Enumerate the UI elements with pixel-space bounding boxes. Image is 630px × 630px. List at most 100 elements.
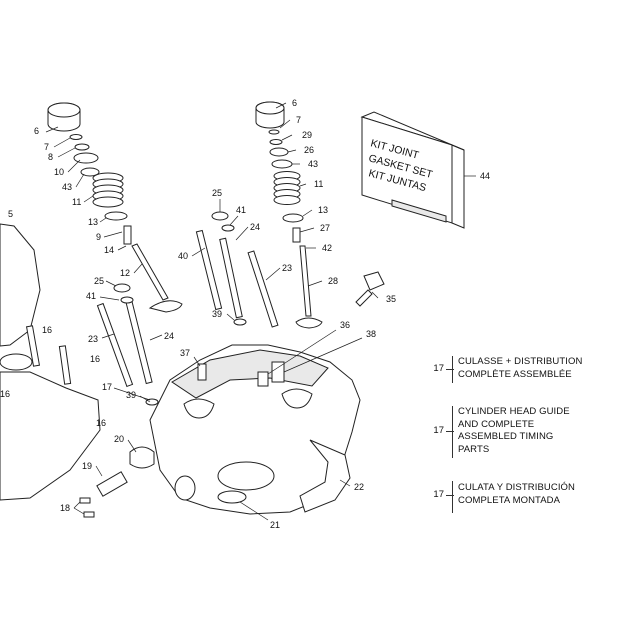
screw-18a <box>79 497 91 504</box>
cover-5 <box>0 223 41 347</box>
gasket-22 <box>299 439 351 513</box>
legend-bar-en <box>452 406 453 458</box>
callout: 40 <box>178 251 188 261</box>
callout: 14 <box>104 245 114 255</box>
callout: 16 <box>90 354 100 364</box>
legend-line: ASSEMBLED TIMING <box>458 431 554 442</box>
washer-41-right <box>221 224 235 232</box>
legend-bar-es <box>452 481 453 513</box>
retainer-right <box>269 147 289 157</box>
valve-spring-left <box>92 172 124 208</box>
nut-25-right <box>211 211 229 221</box>
callout: 5 <box>8 209 13 219</box>
tensioner-19 <box>96 471 128 497</box>
callout: 23 <box>282 263 292 273</box>
callout: 16 <box>0 389 10 399</box>
keeper-right <box>269 139 283 145</box>
valve-head-right <box>295 317 323 329</box>
cylinder-head <box>149 344 361 515</box>
callout: 43 <box>62 182 72 192</box>
legend-tick-es <box>446 495 454 496</box>
stud-24-left <box>125 299 153 385</box>
legend-line: COMPLETA MONTADA <box>458 494 561 506</box>
kit-box-callout: 44 <box>480 171 490 181</box>
kit-box-front-face <box>361 116 453 224</box>
callout: 26 <box>304 145 314 155</box>
callout: 16 <box>96 418 106 428</box>
washer-39-left <box>145 398 159 406</box>
nut-25-left <box>113 283 131 293</box>
callout: 29 <box>302 130 312 140</box>
legend-line: CULATA Y DISTRIBUCIÓN <box>458 482 576 493</box>
callout: 21 <box>270 520 280 530</box>
gasket-kit-box: KIT JOINT GASKET SET KIT JUNTAS <box>360 111 465 229</box>
callout: 35 <box>386 294 396 304</box>
head-studs <box>96 211 279 406</box>
o-ring-21 <box>217 490 247 504</box>
callout: 24 <box>164 331 174 341</box>
stud-23-right <box>247 250 279 328</box>
callout: 42 <box>322 243 332 253</box>
legend-tick-fr <box>446 369 454 370</box>
callout: 19 <box>82 461 92 471</box>
callout: 38 <box>366 329 376 339</box>
bolt-16a <box>25 325 41 367</box>
valve-stem-right <box>299 245 312 317</box>
callout: 17 <box>102 382 112 392</box>
callout: 25 <box>94 276 104 286</box>
stud-40 <box>195 229 223 311</box>
keeper-left <box>74 143 90 151</box>
sensor-35 <box>355 271 385 307</box>
callout: 20 <box>114 434 124 444</box>
callout: 39 <box>126 390 136 400</box>
callout: 24 <box>250 222 260 232</box>
callout: 37 <box>180 348 190 358</box>
bolt-16b <box>58 345 72 385</box>
valve-stem-left <box>131 243 169 301</box>
callout: 16 <box>42 325 52 335</box>
washer-39-right <box>233 318 247 326</box>
cam-bore-right <box>281 388 313 409</box>
legend-text-en: CYLINDER HEAD GUIDE AND COMPLETE ASSEMBL… <box>458 406 570 456</box>
callout: 7 <box>44 142 49 152</box>
kit-box-right-face <box>451 144 465 229</box>
callout: 18 <box>60 503 70 513</box>
leader-lines <box>45 102 476 521</box>
legend-line: PARTS <box>458 443 490 455</box>
callout: 36 <box>340 320 350 330</box>
retainer-left <box>73 152 99 164</box>
legend-ref-fr: 17 <box>433 363 444 374</box>
callout: 12 <box>120 268 130 278</box>
bucket-top-right <box>255 101 285 115</box>
callout: 41 <box>86 291 96 301</box>
callout: 28 <box>328 276 338 286</box>
callout: 10 <box>54 167 64 177</box>
legend-tick-en <box>446 431 454 432</box>
kit-box-brand-logo <box>391 199 447 223</box>
valve-guide-right <box>292 227 301 243</box>
spring-seat-right <box>282 213 304 223</box>
callout: 13 <box>88 217 98 227</box>
callout: 41 <box>236 205 246 215</box>
shim-right <box>268 129 280 135</box>
callout: 6 <box>34 126 39 136</box>
legend-line: AND COMPLETE <box>458 418 535 430</box>
bush-36 <box>257 371 269 387</box>
screw-18b <box>83 511 95 518</box>
callout-labels: 6 7 8 10 43 11 13 9 14 12 5 25 41 23 24 … <box>0 98 490 530</box>
head-left-partial <box>0 371 101 501</box>
legend-line: CULASSE + DISTRIBUTION <box>458 356 583 367</box>
callout: 13 <box>318 205 328 215</box>
legend-text-fr: CULASSE + DISTRIBUTION COMPLÈTE ASSEMBLÉ… <box>458 356 582 381</box>
valve-guide-left <box>123 225 132 245</box>
stud-24-right <box>219 237 243 319</box>
legend-text-es: CULATA Y DISTRIBUCIÓN COMPLETA MONTADA <box>458 482 575 507</box>
bucket-top-left <box>47 102 81 118</box>
callout: 8 <box>48 152 53 162</box>
callout: 9 <box>96 232 101 242</box>
legend-bar-fr <box>452 356 453 383</box>
callout: 6 <box>292 98 297 108</box>
shim-left <box>69 134 83 140</box>
callout: 11 <box>314 179 323 189</box>
